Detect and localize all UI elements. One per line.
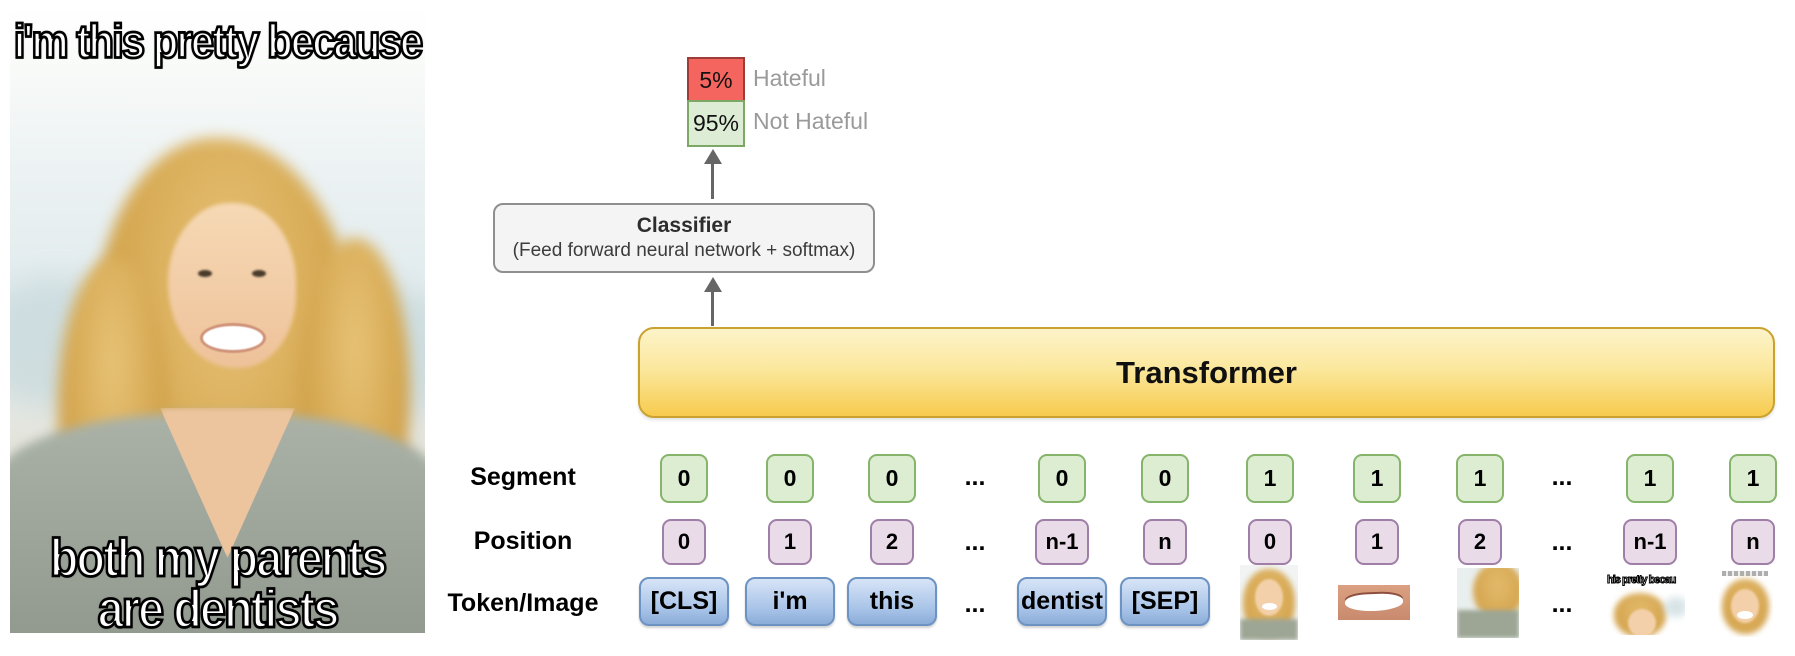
token-ellipsis: ... <box>964 590 986 618</box>
segment-cell: 0 <box>868 454 916 503</box>
position-cell: 1 <box>1355 519 1399 565</box>
woman-eye-left <box>198 270 212 277</box>
transformer-box: Transformer <box>638 327 1775 418</box>
segment-cell: 0 <box>1141 454 1189 503</box>
arrow-up-icon <box>704 149 722 164</box>
meme-top-text: i'm this pretty because <box>13 14 425 69</box>
meme-text-image-patch: his pretty becau <box>1606 573 1685 635</box>
segment-ellipsis: ... <box>1551 463 1573 491</box>
arrow-shaft <box>711 291 714 326</box>
token-cell: [CLS] <box>639 577 729 626</box>
hateful-probability-box: 5% <box>687 57 745 103</box>
token-cell: i'm <box>745 577 835 626</box>
token-image-row-label: Token/Image <box>447 589 599 617</box>
segment-cell: 1 <box>1456 454 1504 503</box>
smile-image-patch <box>1338 585 1410 620</box>
woman-smile <box>200 323 266 353</box>
position-ellipsis: ... <box>964 528 986 556</box>
hateful-label: Hateful <box>753 64 826 91</box>
position-cell: 0 <box>1248 519 1292 565</box>
token-cell: dentist <box>1017 577 1107 626</box>
segment-cell: 1 <box>1626 454 1674 503</box>
image-ellipsis: ... <box>1551 590 1573 618</box>
segment-cell: 1 <box>1246 454 1294 503</box>
segment-cell: 0 <box>1038 454 1086 503</box>
segment-cell: 0 <box>766 454 814 503</box>
arrow-up-icon <box>704 277 722 292</box>
meme-bottom-text-line2: are dentists <box>96 577 340 633</box>
token-cell: this <box>847 577 937 626</box>
segment-row-label: Segment <box>470 463 576 491</box>
meme-image: i'm this pretty because both my parents … <box>10 8 425 633</box>
position-row-label: Position <box>473 527 573 555</box>
segment-ellipsis: ... <box>964 463 986 491</box>
position-ellipsis: ... <box>1551 528 1573 556</box>
segment-cell: 1 <box>1729 454 1777 503</box>
position-cell: n <box>1143 519 1187 565</box>
position-cell: 2 <box>870 519 914 565</box>
position-cell: n-1 <box>1623 519 1677 565</box>
woman-eye-right <box>252 270 266 277</box>
shoulder-image-patch <box>1457 568 1519 638</box>
classifier-subtitle: (Feed forward neural network + softmax) <box>512 240 856 262</box>
meme-bottom-text-line1: both my parents <box>48 526 388 588</box>
face-image-patch <box>1718 568 1773 637</box>
portrait-image-patch <box>1240 565 1298 640</box>
position-cell: 1 <box>768 519 812 565</box>
meme-crop-caption: his pretty becau <box>1606 574 1676 587</box>
classifier-box: Classifier (Feed forward neural network … <box>493 203 875 273</box>
arrow-shaft <box>711 163 714 199</box>
not-hateful-probability-box: 95% <box>687 100 745 147</box>
segment-cell: 0 <box>660 454 708 503</box>
token-cell: [SEP] <box>1120 577 1210 626</box>
position-cell: 2 <box>1458 519 1502 565</box>
segment-cell: 1 <box>1353 454 1401 503</box>
position-cell: n <box>1731 519 1775 565</box>
not-hateful-label: Not Hateful <box>753 108 869 134</box>
classifier-title: Classifier <box>636 214 732 237</box>
position-cell: n-1 <box>1035 519 1089 565</box>
position-cell: 0 <box>662 519 706 565</box>
